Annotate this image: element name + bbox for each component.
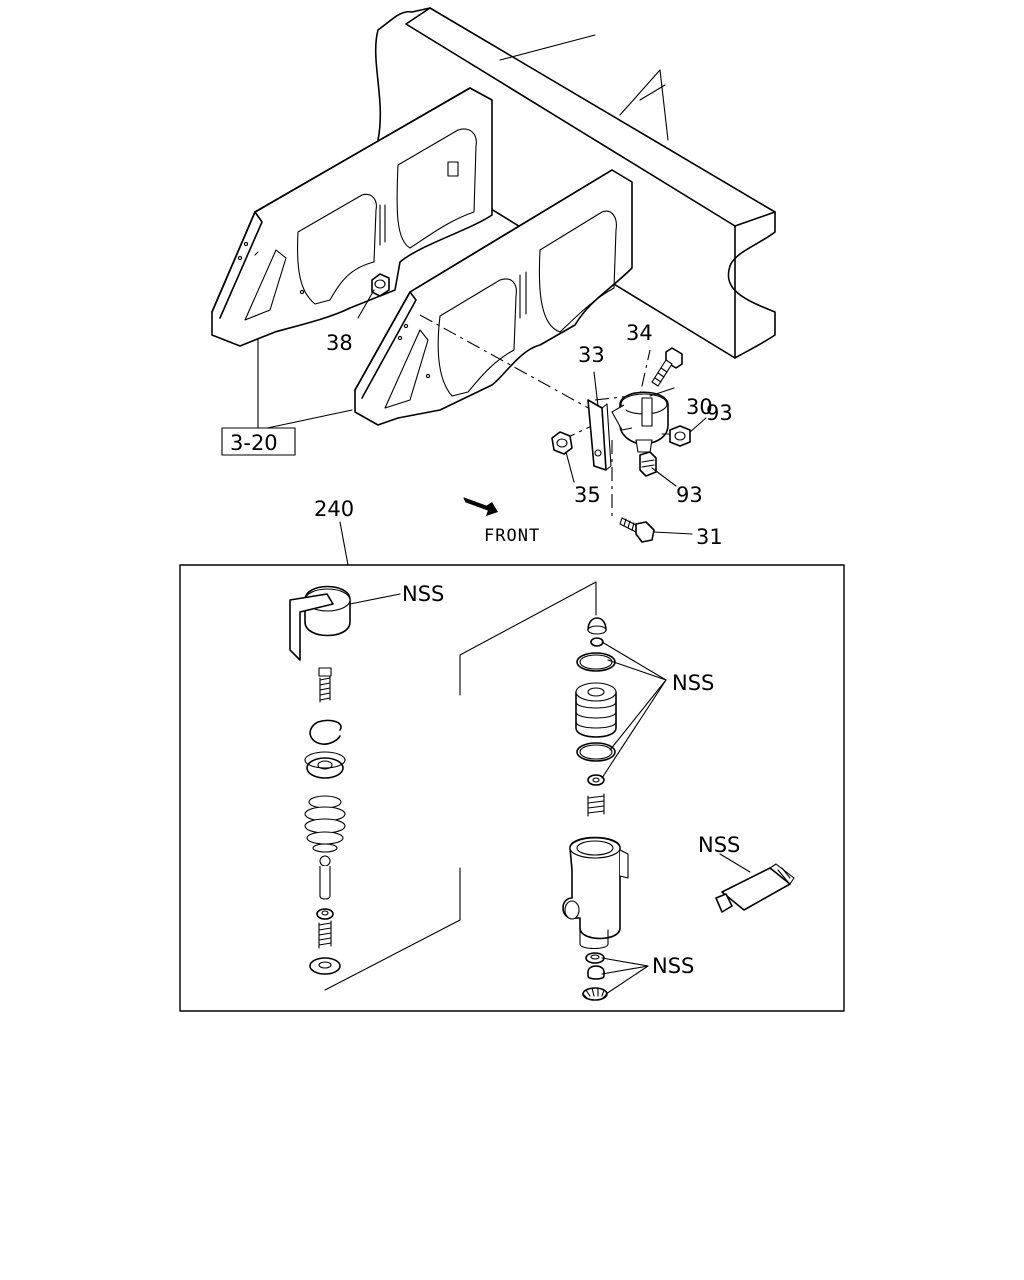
rear-frame-bracket [211, 87, 493, 347]
part-35-nut [551, 431, 573, 455]
lock-washer [582, 987, 608, 1001]
callout-30: 30 [686, 395, 713, 419]
small-spring [318, 920, 332, 949]
piston-assembly [575, 682, 617, 738]
nss-label-grease-tube: NSS [698, 833, 740, 857]
valve-stem [319, 855, 331, 900]
callout-38: 38 [326, 331, 353, 355]
nss-leaders [349, 593, 751, 995]
part-38-nut [371, 273, 390, 297]
callout-31: 31 [696, 525, 723, 549]
part-93-fitting-side [661, 425, 691, 447]
leader-240 [339, 521, 349, 566]
spring-retainer [304, 751, 346, 779]
check-valve-washer [585, 952, 605, 964]
grease-pack [289, 585, 351, 661]
callout-33: 33 [578, 343, 605, 367]
small-seal [587, 774, 605, 786]
frame-reference-leaders [257, 339, 353, 431]
o-ring-lower [576, 742, 616, 762]
main-spring [304, 795, 346, 853]
front-label: FRONT [484, 526, 540, 546]
valve-seat-disc [309, 957, 341, 975]
nss-label-check-valve: NSS [652, 954, 694, 978]
reference-label: 3-20 [230, 431, 278, 455]
part-30-valve [611, 391, 669, 453]
o-ring-upper [576, 652, 616, 672]
valve-cap [587, 617, 607, 647]
piston-spring [587, 793, 605, 817]
repair-kit-box [179, 564, 845, 1012]
callout-93-side: 93 [706, 401, 733, 425]
stem-washer [316, 908, 334, 920]
valve-body [562, 836, 629, 950]
part-31-bolt [619, 517, 655, 543]
callout-93-bottom: 93 [676, 483, 703, 507]
snap-ring [309, 719, 342, 745]
part-33-plate [587, 399, 612, 471]
part-93-fitting-bottom [639, 451, 657, 477]
callout-34: 34 [626, 321, 653, 345]
part-34-bolt [651, 347, 683, 387]
reference-box-3-20: 3-20 [221, 427, 296, 456]
nss-label-grease-pack: NSS [402, 582, 444, 606]
front-direction-arrow [463, 497, 498, 516]
check-valve-cap [587, 965, 605, 980]
front-frame-bracket [354, 169, 633, 426]
adjusting-screw [318, 667, 332, 703]
grease-tube [715, 863, 795, 913]
callout-leaders [357, 289, 707, 535]
kit-connector-lines [324, 581, 597, 991]
callout-240: 240 [314, 497, 354, 521]
nss-label-seals: NSS [672, 671, 714, 695]
callout-35: 35 [574, 483, 601, 507]
